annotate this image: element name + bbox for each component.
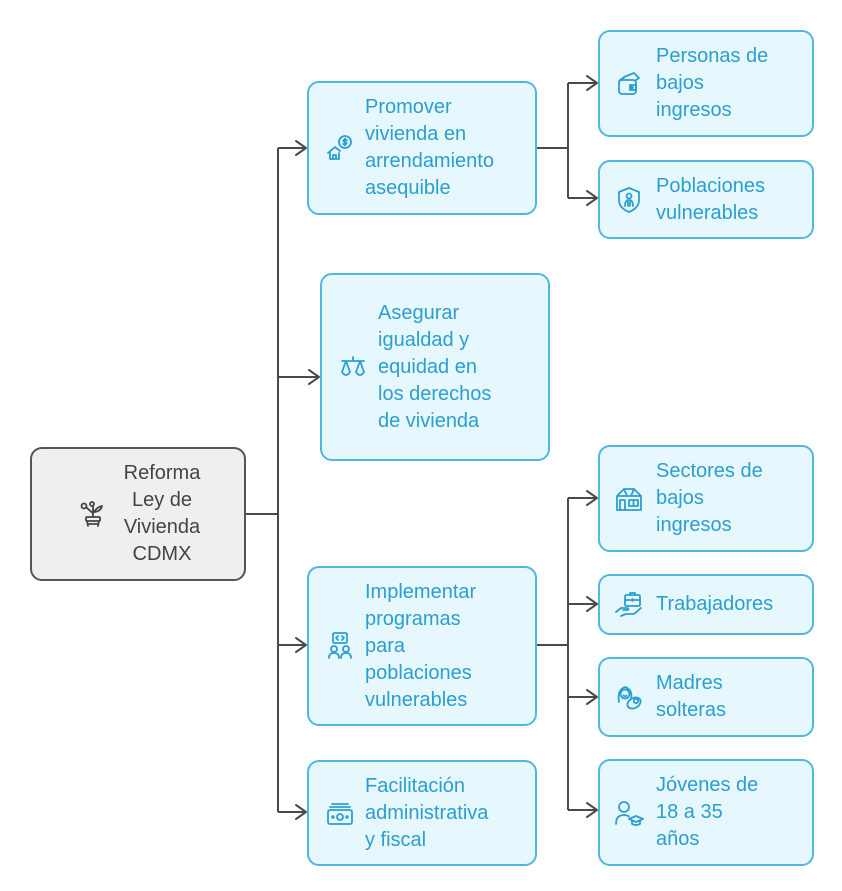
arrowhead-b1-c1 [586, 75, 598, 91]
arrowhead-branch-4 [295, 804, 307, 820]
leaf-label: Poblaciones vulnerables [656, 174, 765, 224]
leaf-label: Trabajadores [656, 593, 774, 615]
arrowhead-b3-c1 [586, 490, 598, 506]
leaf-node-low-income-people[interactable]: Personas de bajos ingresos [598, 30, 814, 137]
graduate-person-icon [612, 796, 646, 830]
arrowhead-branch-2 [308, 369, 320, 385]
people-code-icon [323, 629, 357, 663]
root-node[interactable]: Reforma Ley de Vivienda CDMX [30, 447, 246, 581]
house-dollar-icon [323, 131, 357, 165]
arrowhead-b3-c3 [586, 689, 598, 705]
root-label: Reforma Ley de Vivienda CDMX [123, 462, 201, 565]
leaf-node-workers[interactable]: Trabajadores [598, 574, 814, 635]
branch-node-admin-fiscal[interactable]: Facilitación administrativa y fiscal [307, 760, 537, 866]
leaf-label: Personas de bajos ingresos [656, 45, 769, 121]
leaf-node-single-mothers[interactable]: Madres solteras [598, 657, 814, 737]
branch-node-vulnerable-programs[interactable]: Implementar programas para poblaciones v… [307, 566, 537, 726]
branch-node-rental-housing[interactable]: Promover vivienda en arrendamiento asequ… [307, 81, 537, 215]
plant-pot-icon [76, 497, 110, 531]
leaf-node-low-income-sectors[interactable]: Sectores de bajos ingresos [598, 445, 814, 552]
wallet-money-icon [612, 67, 646, 101]
branch-label: Promover vivienda en arrendamiento asequ… [365, 96, 494, 199]
branch-label: Facilitación administrativa y fiscal [365, 774, 489, 851]
arrowhead-b3-c2 [586, 596, 598, 612]
leaf-node-youth-18-35[interactable]: Jóvenes de 18 a 35 años [598, 759, 814, 866]
mother-baby-icon [612, 680, 646, 714]
leaf-label: Sectores de bajos ingresos [656, 460, 763, 536]
branch-node-equality-rights[interactable]: Asegurar igualdad y equidad en los derec… [320, 273, 550, 461]
leaf-label: Madres solteras [656, 672, 727, 721]
arrowhead-b1-c2 [586, 190, 598, 206]
scales-icon [336, 350, 370, 384]
branch-label: Asegurar igualdad y equidad en los derec… [378, 301, 492, 432]
cash-stack-icon [323, 796, 357, 830]
branch-label: Implementar programas para poblaciones v… [365, 580, 477, 711]
building-icon [612, 482, 646, 516]
leaf-node-vulnerable-populations[interactable]: Poblaciones vulnerables [598, 160, 814, 239]
arrowhead-branch-3 [295, 637, 307, 653]
arrowhead-branch-1 [295, 140, 307, 156]
shield-person-icon [612, 183, 646, 217]
arrowhead-b3-c4 [586, 802, 598, 818]
hand-briefcase-icon [612, 588, 646, 622]
leaf-label: Jóvenes de 18 a 35 años [656, 774, 759, 850]
